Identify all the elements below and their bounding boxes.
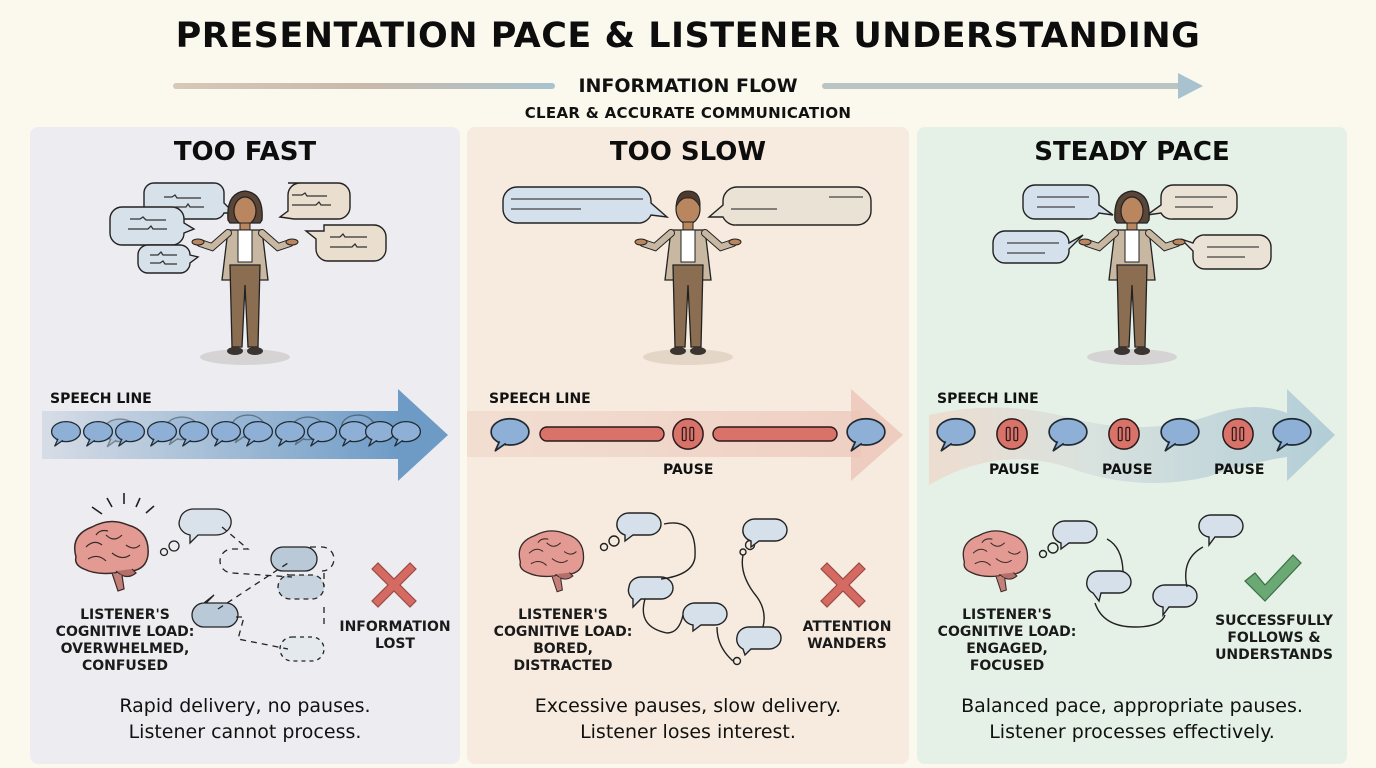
speech-bubbles-icon (992, 184, 1272, 270)
flow-sublabel: CLEAR & ACCURATE COMMUNICATION (524, 104, 852, 122)
too-fast-illustration (42, 182, 448, 662)
speech-line-label: SPEECH LINE (937, 391, 1039, 407)
brain-icon (73, 520, 149, 592)
summary-text: Balanced pace, appropriate pauses.Listen… (961, 695, 1303, 743)
summary-text: Rapid delivery, no pauses.Listener canno… (119, 695, 371, 743)
panel-steady-pace: STEADY PACE (917, 127, 1347, 764)
steady-pace-illustration (929, 184, 1335, 628)
pause-label: PAUSE (663, 462, 714, 478)
speech-line-arrow-icon (467, 389, 903, 481)
brain-icon (518, 530, 585, 593)
speech-line-arrow-icon (42, 389, 448, 481)
flow-label: INFORMATION FLOW (578, 75, 798, 97)
speech-line-label: SPEECH LINE (489, 391, 591, 407)
speech-line-label: SPEECH LINE (50, 391, 152, 407)
pause-label: PAUSE (1102, 462, 1153, 478)
panel-too-slow: TOO SLOW (467, 127, 909, 764)
overload-rays-icon (91, 493, 155, 515)
flow-arrow-icon (173, 73, 1203, 99)
cross-icon (820, 562, 866, 608)
pause-icon (996, 418, 1028, 450)
panel-too-fast: TOO FAST (30, 127, 460, 764)
page-title: PRESENTATION PACE & LISTENER UNDERSTANDI… (175, 16, 1201, 56)
pause-icon (672, 418, 704, 450)
pause-label: PAUSE (989, 462, 1040, 478)
cross-icon (371, 562, 417, 608)
brain-icon (962, 530, 1029, 593)
summary-text: Excessive pauses, slow delivery.Listener… (534, 695, 842, 743)
speech-bubbles-icon (109, 182, 387, 274)
pause-label: PAUSE (1214, 462, 1265, 478)
pause-icon (1222, 418, 1254, 450)
speech-line-arrow-icon (929, 389, 1335, 485)
checkmark-icon (1244, 554, 1302, 602)
pause-icon (1108, 418, 1140, 450)
too-slow-illustration (467, 186, 903, 666)
panel-title: TOO FAST (173, 137, 317, 167)
information-flow: INFORMATION FLOW CLEAR & ACCURATE COMMUN… (0, 70, 1376, 122)
panel-title: TOO SLOW (609, 137, 767, 167)
panel-title: STEADY PACE (1034, 137, 1230, 167)
speech-bubbles-icon (502, 186, 872, 226)
